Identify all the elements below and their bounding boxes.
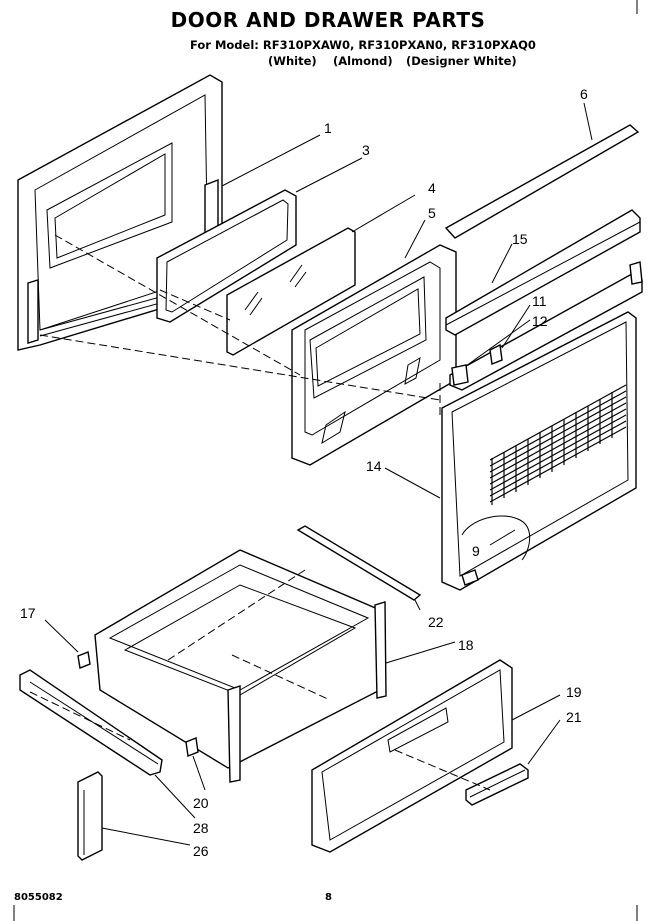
page-title: DOOR AND DRAWER PARTS: [170, 8, 486, 32]
outer-door-panel: [441, 311, 637, 591]
variant-designer-white: (Designer White): [406, 54, 517, 68]
callout-18: 18: [458, 637, 474, 653]
top-trim-strip: [444, 124, 640, 239]
callout-6: 6: [580, 86, 588, 102]
callout-26: 26: [193, 843, 209, 859]
variant-white: (White): [268, 54, 317, 68]
callout-5: 5: [428, 205, 436, 221]
slide-clip: [185, 737, 199, 757]
drawer-side-rail: [19, 669, 163, 776]
variant-almond: (Almond): [333, 54, 393, 68]
callout-9: 9: [472, 543, 480, 559]
callout-19: 19: [566, 684, 582, 700]
corner-marks: [13, 0, 638, 921]
callout-4: 4: [428, 180, 436, 196]
door-glass: [226, 227, 356, 356]
alignment-lines: [29, 234, 491, 791]
drawer-body: [94, 549, 387, 783]
drawer-clip: [77, 651, 91, 669]
callout-17: 17: [20, 605, 36, 621]
callouts: 1 3 4 5 6 9 11 12 14 15 17 18 19 20 21 2…: [20, 86, 588, 859]
callout-20: 20: [193, 795, 209, 811]
callout-3: 3: [362, 142, 370, 158]
page-number: 8: [325, 892, 332, 903]
drawer-stop: [77, 771, 103, 861]
leader-lines: [44, 102, 593, 846]
callout-22: 22: [428, 614, 444, 630]
door-trim-bar: [445, 209, 641, 336]
document-number: 8055082: [14, 892, 63, 903]
vent-grille-pattern: [489, 384, 627, 505]
model-numbers: For Model: RF310PXAW0, RF310PXAN0, RF310…: [190, 38, 536, 52]
callout-12: 12: [532, 313, 548, 329]
door-clip: [489, 343, 503, 365]
drawer-front-panel: [311, 659, 513, 853]
callout-15: 15: [512, 231, 528, 247]
door-gasket: [156, 189, 297, 323]
callout-21: 21: [566, 709, 582, 725]
callout-1: 1: [324, 120, 332, 136]
callout-11: 11: [532, 293, 547, 309]
drawer-slide-rail: [296, 525, 422, 601]
callout-28: 28: [193, 820, 209, 836]
callout-14: 14: [366, 458, 382, 474]
drawer-handle: [465, 763, 529, 806]
